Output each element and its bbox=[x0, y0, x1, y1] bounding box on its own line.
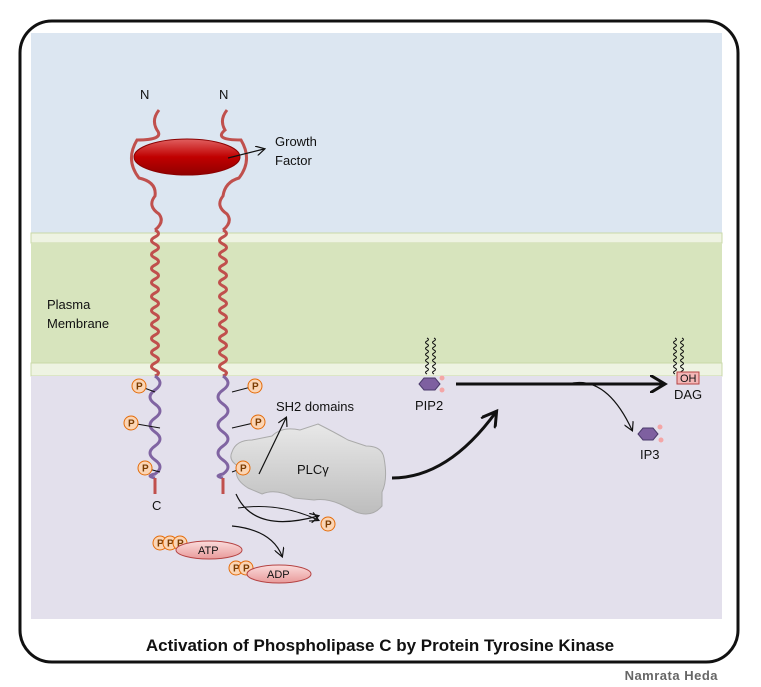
phosphate-label: P bbox=[142, 464, 149, 475]
dag-label: DAG bbox=[674, 387, 702, 402]
growth-factor-pointer-arrow bbox=[227, 149, 264, 159]
phosphate-label: P bbox=[325, 520, 332, 531]
plc-activation-arrow bbox=[391, 412, 496, 480]
diagram-title: Activation of Phospholipase C by Protein… bbox=[146, 636, 614, 655]
receptor-transmembrane-segment bbox=[150, 228, 160, 378]
lipid-tail bbox=[680, 337, 684, 375]
pip2-phosphate-dot bbox=[439, 387, 445, 393]
phosphate-label: P bbox=[157, 539, 164, 550]
lipid-tail bbox=[673, 337, 677, 375]
receptor-extracellular-segment bbox=[130, 109, 163, 232]
membrane-inner-line bbox=[30, 362, 723, 377]
phosphate-label: P bbox=[240, 464, 247, 475]
adp-molecule: ADP bbox=[246, 564, 312, 584]
phosphate-group bbox=[250, 414, 266, 430]
phosphate-label: P bbox=[252, 382, 259, 393]
n-terminus-right-label: N bbox=[219, 87, 228, 102]
lipid-tail bbox=[432, 337, 436, 375]
atp-label: ATP bbox=[198, 545, 219, 557]
adp-label: ADP bbox=[267, 569, 290, 581]
phosphate-label: P bbox=[167, 539, 174, 550]
receptor-extracellular-segment bbox=[218, 109, 248, 232]
phosphate-group bbox=[320, 516, 336, 532]
receptor-transmembrane-segment bbox=[218, 228, 228, 378]
plasma-membrane-band bbox=[31, 243, 722, 363]
n-terminus-left-label: N bbox=[140, 87, 149, 102]
extracellular-region bbox=[31, 33, 722, 233]
lipid-tail bbox=[425, 337, 429, 375]
phosphate-label: P bbox=[255, 418, 262, 429]
pip2-lipid bbox=[418, 337, 445, 393]
sh2-domains-label: SH2 domains bbox=[276, 399, 355, 414]
receptor-chain-right bbox=[216, 109, 248, 494]
dag-lipid bbox=[673, 337, 684, 375]
phosphate-group bbox=[247, 378, 263, 394]
ip3-label: IP3 bbox=[640, 447, 660, 462]
pip2-label: PIP2 bbox=[415, 398, 443, 413]
c-terminus-label: C bbox=[152, 498, 161, 513]
phosphate-group bbox=[131, 378, 147, 394]
ip3-release-curve bbox=[567, 382, 632, 430]
author-credit: Namrata Heda bbox=[625, 668, 719, 683]
membrane-outer-line bbox=[30, 232, 723, 244]
growth-factor-label-line1: Growth bbox=[275, 134, 317, 149]
receptor-chain-left bbox=[130, 109, 163, 494]
plasma-membrane-label-line1: Plasma bbox=[47, 297, 91, 312]
atp-to-adp-curve-arrow bbox=[231, 525, 282, 556]
oh-group-box bbox=[676, 371, 700, 385]
phosphate-label: P bbox=[177, 539, 184, 550]
ip3-phosphate-dot-2 bbox=[658, 437, 664, 443]
atp-molecule: ATP bbox=[175, 540, 243, 560]
growth-factor-label-line2: Factor bbox=[275, 153, 313, 168]
pip2-phosphate-dot bbox=[439, 375, 445, 381]
phosphorylation-curve-arrow bbox=[235, 493, 318, 522]
ip3-molecule bbox=[637, 427, 659, 441]
phosphate-label: P bbox=[233, 564, 240, 575]
phosphate-group bbox=[123, 415, 139, 431]
ip3-phosphate-dot-1 bbox=[657, 424, 663, 430]
phosphate-label: P bbox=[243, 564, 250, 575]
sh2-domains-arrow bbox=[258, 418, 286, 475]
phosphate-label: P bbox=[128, 419, 135, 430]
pip2-head-group bbox=[418, 377, 441, 391]
plasma-membrane-label-line2: Membrane bbox=[47, 316, 109, 331]
phosphate-group bbox=[235, 460, 251, 476]
plc-phosphate-curve-arrow bbox=[237, 506, 318, 521]
growth-factor bbox=[133, 138, 241, 176]
receptor-cytoplasmic-segment bbox=[216, 374, 230, 480]
phosphate-group bbox=[137, 460, 153, 476]
phosphate-label: P bbox=[136, 382, 143, 393]
plc-gamma-label: PLCγ bbox=[297, 462, 329, 477]
oh-group-label: OH bbox=[680, 373, 697, 385]
plc-gamma-enzyme bbox=[230, 423, 387, 515]
receptor-cytoplasmic-segment bbox=[148, 374, 162, 480]
